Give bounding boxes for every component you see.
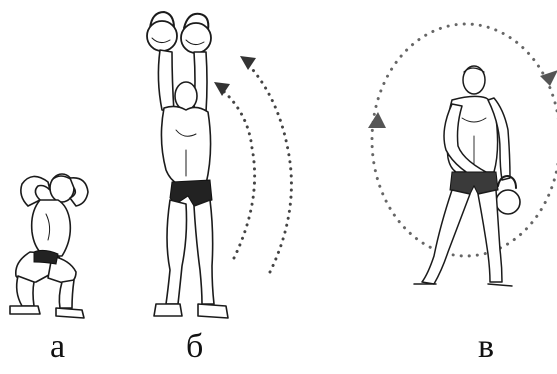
panel-label-v: в [478,330,494,364]
panel-label-a: а [50,330,65,364]
motion-arcs-b [214,56,291,272]
arrow-icon [240,56,256,70]
kettlebell-icon [147,12,177,51]
arrow-icon [368,112,386,128]
kettlebell-icon [496,176,520,214]
arrow-icon [214,82,230,96]
squat-figure [10,174,88,318]
overhead-kettlebell-figure [147,12,228,318]
swing-figure [414,66,520,286]
panel-label-b: б [186,330,203,364]
kettlebell-icon [181,14,211,53]
